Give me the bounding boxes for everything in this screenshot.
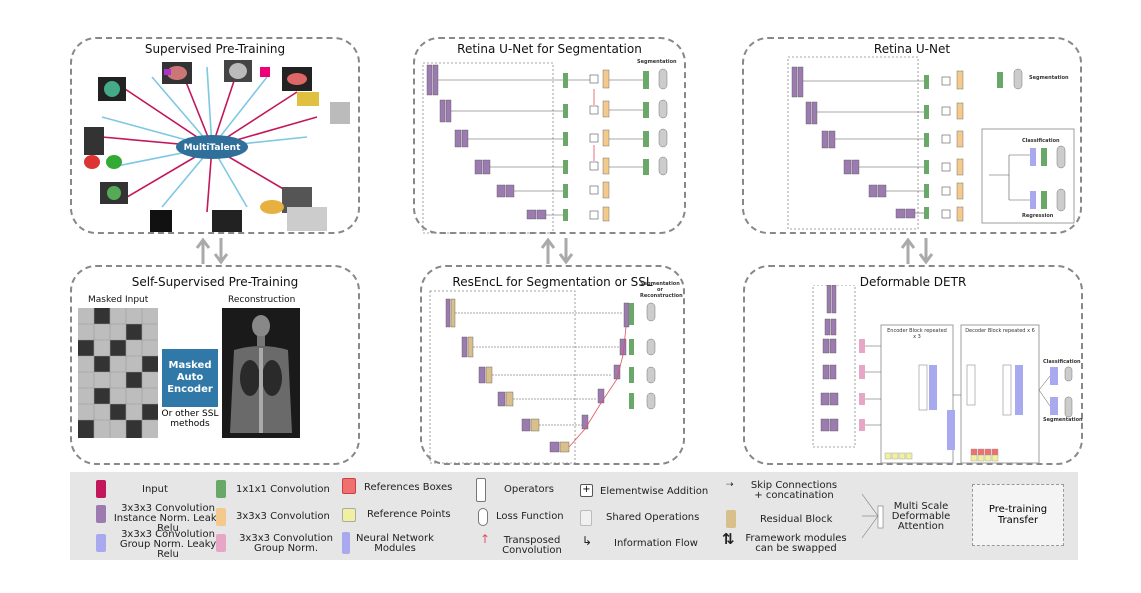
legend-ref-points: Reference Points: [367, 509, 451, 520]
ssl-title: Self-Supervised Pre-Training: [131, 275, 299, 289]
legend-conv3-gn2: 3x3x3 Convolution Group Norm.: [239, 533, 333, 554]
legend-nn: Neural Network Modules: [356, 533, 434, 554]
legend-msda: Multi Scale Deformable Attention: [891, 501, 951, 532]
multitalent-node: [176, 135, 248, 159]
masked-input-image: [78, 308, 158, 438]
retina-seg-diagram: [422, 62, 668, 234]
detr-seg: Segmentation: [1043, 417, 1083, 423]
legend-conv3: 3x3x3 Convolution: [236, 511, 330, 522]
legend-pretransfer: Pre-training Transfer: [988, 504, 1048, 526]
legend-shared: Shared Operations: [606, 512, 700, 523]
legend-transposed: Transposed Convolution: [502, 535, 562, 556]
msda-icon: [861, 493, 884, 539]
legend-swatch-ref-boxes: [342, 478, 356, 494]
retina-unet-diagram: [787, 56, 1075, 230]
masked-input-label: Masked Input: [88, 295, 149, 305]
reconstruction-label: Reconstruction: [228, 295, 296, 305]
resencl-head: Segmentation or Reconstruction: [640, 281, 683, 299]
legend-swatch-loss: [478, 508, 488, 526]
legend-swatch-conv3-in: [96, 505, 106, 523]
self-supervised-panel: Self-Supervised Pre-Training Masked Inpu…: [70, 265, 360, 465]
legend-skip: Skip Connections + concatination: [750, 480, 838, 501]
legend-info-flow: Information Flow: [614, 538, 698, 549]
reconstruction-image: [222, 308, 300, 438]
resencl-panel: ResEncL for Segmentation or SSL Segmenta…: [420, 265, 685, 465]
legend-swatch-residual: [726, 510, 736, 528]
pretraining-transfer-box: Pre-training Transfer: [972, 484, 1064, 546]
mae-label: Masked Auto Encoder: [167, 360, 213, 395]
legend-conv1: 1x1x1 Convolution: [236, 484, 330, 495]
legend-operators: Operators: [504, 484, 554, 495]
detr-diagram: [812, 285, 1073, 464]
detr-title: Deformable DETR: [859, 275, 967, 289]
legend-swatch-conv3-gn2: [216, 534, 226, 552]
retina-seg-head: Segmentation: [637, 59, 677, 65]
legend-swatch-ref-points: [342, 508, 356, 522]
legend-swatch-input: [96, 480, 106, 498]
swap-arrows-left: [195, 237, 229, 265]
legend-swatch-operators: [476, 478, 486, 502]
plus-icon: +: [580, 484, 593, 497]
legend-swatch-conv1: [216, 480, 226, 498]
mae-box: Masked Auto Encoder: [162, 349, 218, 407]
legend-swatch-shared: [580, 510, 592, 526]
transposed-arrow-icon: ↑: [480, 532, 491, 546]
retina-seg-title: Retina U-Net for Segmentation: [457, 42, 642, 56]
legend-swatch-nn: [342, 532, 350, 554]
legend-ref-boxes: References Boxes: [364, 482, 453, 493]
retina-unet-cls: Classification: [1022, 138, 1060, 144]
skip-icon: ⇢: [726, 480, 734, 490]
legend-loss: Loss Function: [496, 511, 564, 522]
detr-panel: Deformable DETR Encoder Block repeated x…: [743, 265, 1083, 465]
legend-conv3-gn: 3x3x3 Convolution Group Norm. Leaky Relu: [119, 529, 217, 560]
detr-cls: Classification: [1043, 359, 1081, 365]
legend-residual: Residual Block: [760, 514, 833, 525]
legend-elementwise: Elementwise Addition: [600, 486, 709, 497]
multitalent-diagram: MultiTalent: [84, 60, 350, 232]
legend-input: Input: [142, 484, 168, 495]
retina-unet-seg: Segmentation: [1029, 75, 1069, 81]
multitalent-label: MultiTalent: [184, 143, 241, 153]
retina-unet-panel: Retina U-Net Segmentation Classification…: [742, 37, 1082, 234]
swap-icon: ⇅: [722, 530, 735, 548]
supervised-panel: Supervised Pre-Training: [70, 37, 360, 234]
detr-encoder-label: Encoder Block repeated x 3: [887, 328, 947, 340]
legend-swap: Framework modules can be swapped: [745, 533, 847, 554]
retina-unet-reg: Regression: [1022, 213, 1054, 219]
retina-seg-panel: Retina U-Net for Segmentation Segmentati…: [413, 37, 686, 234]
legend-swatch-conv3-gn: [96, 534, 106, 552]
ssl-note: Or other SSL methods: [161, 409, 219, 429]
resencl-title: ResEncL for Segmentation or SSL: [452, 275, 653, 289]
retina-unet-title: Retina U-Net: [873, 42, 951, 56]
swap-arrows-right: [900, 237, 934, 265]
swap-arrows-middle: [540, 237, 574, 265]
detr-decoder-label: Decoder Block repeated x 6: [965, 328, 1035, 334]
info-flow-icon: ↳: [582, 534, 593, 548]
legend-conv3-in: 3x3x3 Convolution Instance Norm. Leaky R…: [113, 503, 223, 534]
resencl-diagram: [429, 290, 656, 464]
legend-swatch-conv3: [216, 508, 226, 526]
supervised-title: Supervised Pre-Training: [144, 42, 286, 56]
legend: Input 3x3x3 Convolution Instance Norm. L…: [70, 472, 1078, 560]
